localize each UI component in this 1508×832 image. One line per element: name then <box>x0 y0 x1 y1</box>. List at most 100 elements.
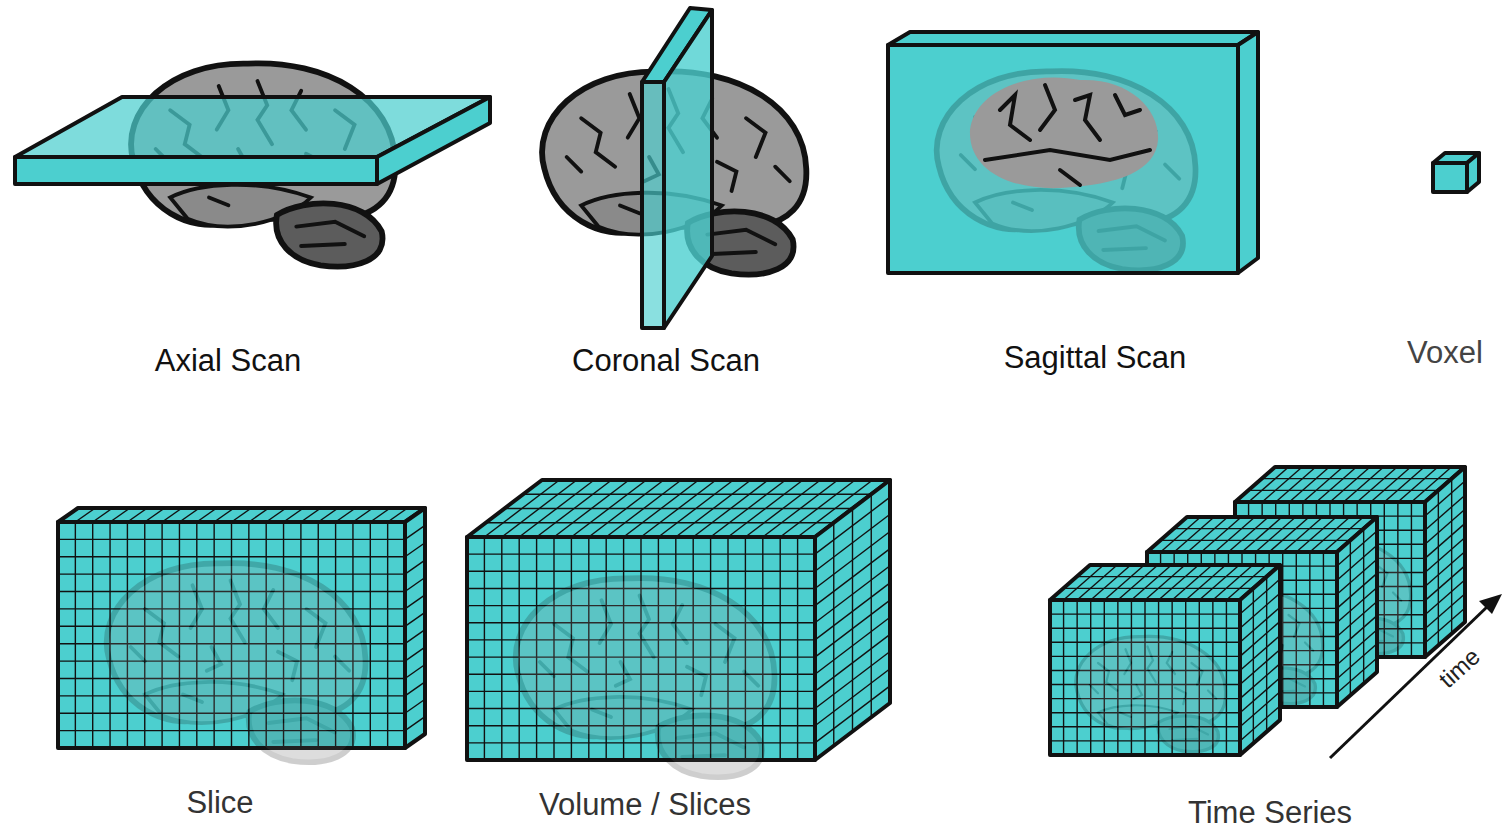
grid-line <box>1337 587 1377 622</box>
grid-line <box>815 600 890 657</box>
time-arrow <box>1330 594 1502 758</box>
grid-face <box>1425 467 1465 657</box>
grid-line <box>1253 588 1254 743</box>
grid-line <box>58 539 405 540</box>
grid-line <box>484 537 485 760</box>
grid-line <box>1240 664 1280 699</box>
grid-line <box>1226 600 1227 755</box>
grid-line <box>1363 529 1364 684</box>
brain-ghost <box>1076 636 1226 751</box>
grid-line <box>1050 627 1240 628</box>
grid-line <box>405 682 425 696</box>
grid-line <box>1063 600 1064 755</box>
grid-line <box>266 508 286 522</box>
grid-line <box>75 522 76 748</box>
axial-plane <box>15 97 490 184</box>
grid-line <box>1240 692 1280 727</box>
grid-line <box>467 571 815 572</box>
grid-line <box>1425 580 1465 615</box>
grid-line <box>815 583 890 640</box>
grid-line <box>1240 678 1280 713</box>
grid-line <box>353 508 373 522</box>
grid-line <box>1266 577 1267 732</box>
grid-line <box>1425 594 1465 629</box>
grid-line <box>1337 644 1377 679</box>
grid-face <box>1240 565 1280 755</box>
grid-line <box>1337 616 1377 651</box>
figure-label: Time Series <box>1188 796 1352 830</box>
grid-line <box>405 717 425 731</box>
grid-line <box>815 634 890 691</box>
grid-line <box>1337 658 1377 693</box>
grid-line <box>1050 613 1240 614</box>
coronal-plane <box>642 8 712 328</box>
grid-line <box>1425 495 1465 530</box>
grid-line <box>370 508 390 522</box>
grid-line <box>1425 566 1465 601</box>
grid-line <box>1350 540 1351 695</box>
brain-ghost <box>937 71 1196 270</box>
voxel-grid-volume <box>58 508 425 762</box>
grid-line <box>1077 576 1267 577</box>
grid-line <box>145 508 165 522</box>
grid-line <box>1337 559 1377 594</box>
grid-line <box>486 522 834 523</box>
grid-line <box>1425 608 1465 643</box>
grid-line <box>1174 528 1364 529</box>
grid-line <box>815 497 890 554</box>
grid-line <box>1160 540 1350 541</box>
grid-line <box>1262 478 1452 479</box>
grid-face <box>1337 517 1377 707</box>
grid-line <box>214 508 234 522</box>
grid-line <box>1240 593 1280 628</box>
grid-line <box>405 699 425 713</box>
grid-line <box>797 537 798 760</box>
grid-line <box>815 669 890 726</box>
grid-line <box>387 522 388 748</box>
figure-label: Coronal Scan <box>572 344 760 378</box>
grid-line <box>815 549 890 606</box>
grid-line <box>815 686 890 743</box>
grid-line <box>405 543 425 557</box>
grid-line <box>127 508 147 522</box>
grid-line <box>336 508 356 522</box>
grid-line <box>318 508 338 522</box>
grid-line <box>523 494 871 495</box>
grid-line <box>1438 490 1439 645</box>
grid-line <box>179 508 199 522</box>
grid-line <box>162 508 182 522</box>
grid-line <box>232 508 252 522</box>
grid-face <box>815 480 890 760</box>
grid-line <box>370 522 371 748</box>
grid-line <box>93 508 113 522</box>
grid-line <box>815 652 890 709</box>
figure-label: Voxel <box>1407 336 1483 370</box>
grid-line <box>301 508 321 522</box>
grid-line <box>505 508 853 509</box>
grid-line <box>405 664 425 678</box>
grid-line <box>197 508 217 522</box>
voxel-grid-volume <box>1050 565 1280 755</box>
voxel-cube <box>1433 153 1479 192</box>
grid-line <box>405 525 425 539</box>
grid-line <box>405 630 425 644</box>
grid-line <box>1240 650 1280 685</box>
grid-line <box>815 514 890 571</box>
grid-line <box>284 508 304 522</box>
grid-line <box>1425 481 1465 516</box>
grid-line <box>1425 523 1465 558</box>
grid-face <box>58 508 425 522</box>
grid-line <box>501 537 502 760</box>
grid-line <box>815 566 890 623</box>
grid-line <box>1240 621 1280 656</box>
grid-line <box>1337 630 1377 665</box>
brain-ghost <box>516 578 775 777</box>
grid-line <box>405 647 425 661</box>
grid-line <box>75 508 95 522</box>
grid-line <box>110 508 130 522</box>
grid-line <box>405 560 425 574</box>
grid-line <box>1411 502 1412 657</box>
grid-line <box>58 556 405 557</box>
